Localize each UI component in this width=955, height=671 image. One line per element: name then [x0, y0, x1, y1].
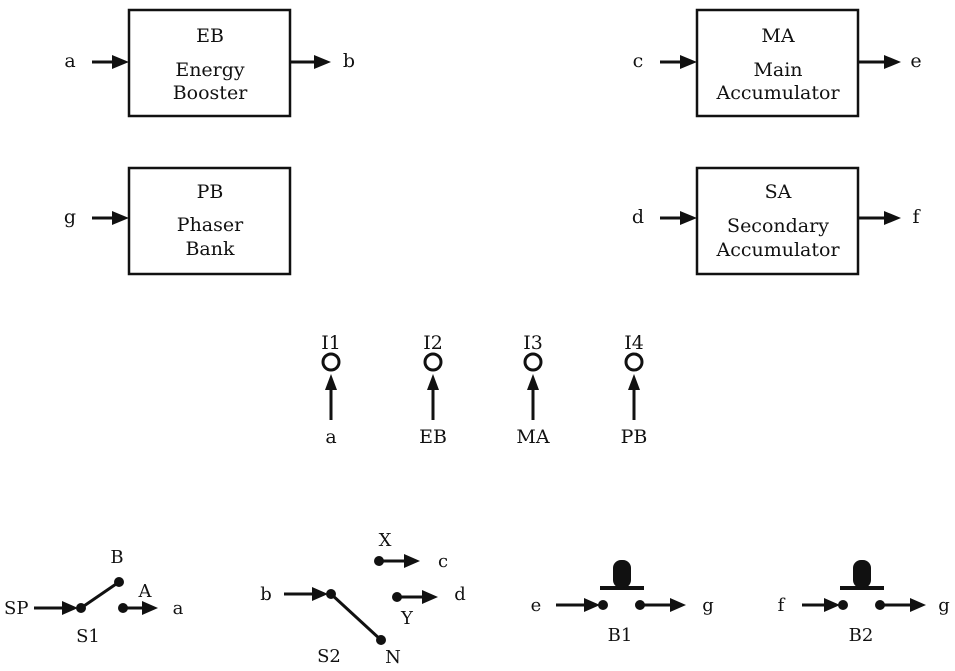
push-button-b2-output-label: g [938, 595, 950, 616]
switch-s1-input-label: SP [4, 598, 28, 619]
secondary-accumulator-block: SA Secondary Accumulator d f [632, 166, 921, 276]
indicator-source-label: PB [621, 426, 648, 448]
push-button-b2-plunger-icon[interactable] [853, 560, 871, 588]
secondary-accumulator-output-arrowhead [884, 211, 901, 225]
indicator-label: I3 [523, 332, 543, 354]
push-button-b1: e g B1 [531, 560, 714, 646]
main-accumulator-code: MA [761, 25, 794, 47]
push-button-b1-plunger-icon[interactable] [613, 560, 631, 588]
push-button-b1-name: B1 [608, 625, 633, 646]
switch-s2-y-output-arrowhead [422, 590, 438, 604]
energy-booster-output-label: b [343, 50, 355, 72]
secondary-accumulator-input-arrowhead [680, 211, 697, 225]
main-accumulator-output-arrowhead [884, 55, 901, 69]
phaser-bank-input-arrowhead [112, 211, 129, 225]
indicator-label: I1 [321, 332, 341, 354]
push-button-b2-input-label: f [778, 595, 786, 616]
indicator-label: I2 [423, 332, 443, 354]
secondary-accumulator-code: SA [765, 181, 792, 203]
switch-s2-y-output-label: d [454, 584, 466, 605]
indicator-source-label: a [325, 426, 336, 448]
indicator-i1: I1 a [321, 332, 341, 448]
indicator-i4: I4 PB [621, 332, 648, 448]
energy-booster-input-label: a [64, 50, 75, 72]
energy-booster-name-line1: Energy [175, 59, 245, 81]
main-accumulator-output-label: e [910, 50, 921, 72]
switch-s2-position-x-label: X [379, 530, 392, 551]
indicator-lamp-icon [624, 352, 644, 372]
indicator-i3: I3 MA [516, 332, 549, 448]
main-accumulator-name-line2: Accumulator [715, 82, 840, 104]
secondary-accumulator-box [695, 166, 860, 276]
switch-s2-position-y-label: Y [400, 608, 414, 629]
secondary-accumulator-input-label: d [632, 206, 644, 228]
indicator-arrowhead [325, 374, 337, 390]
indicator-lamp-icon [321, 352, 341, 372]
switch-s2-x-output-label: c [438, 551, 448, 572]
main-accumulator-input-label: c [633, 50, 644, 72]
phaser-bank-code: PB [197, 181, 224, 203]
energy-booster-input-arrowhead [112, 55, 129, 69]
switch-s1-output-label: a [173, 598, 184, 619]
energy-booster-output-arrowhead [314, 55, 331, 69]
phaser-bank-input-label: g [64, 206, 76, 228]
indicator-source-label: MA [516, 426, 549, 448]
switch-s1-lever[interactable] [80, 580, 120, 610]
push-button-b1-output-arrowhead [670, 598, 686, 612]
main-accumulator-box [695, 8, 860, 118]
secondary-accumulator-name-line2: Accumulator [715, 239, 840, 261]
phaser-bank-box [127, 166, 292, 276]
indicator-i2: I2 EB [419, 332, 447, 448]
switch-s2-x-output-arrowhead [404, 554, 420, 568]
switch-s2-position-n-label: N [385, 647, 401, 668]
push-button-b2-name: B2 [849, 625, 874, 646]
energy-booster-name-line2: Booster [173, 82, 248, 104]
switch-s2-input-arrowhead [312, 587, 328, 601]
switch-s1: SP B A a S1 [4, 547, 184, 647]
phaser-bank-block: PB Phaser Bank g [64, 166, 292, 276]
indicator-arrowhead [427, 374, 439, 390]
main-accumulator-input-arrowhead [680, 55, 697, 69]
push-button-b2: f g B2 [778, 560, 950, 646]
secondary-accumulator-name-line1: Secondary [727, 215, 829, 237]
switch-s2-name: S2 [317, 646, 341, 667]
energy-booster-box [127, 8, 292, 118]
switch-s1-position-b-label: B [110, 547, 123, 568]
indicator-label: I4 [624, 332, 644, 354]
push-button-b2-input-arrowhead [824, 598, 840, 612]
switch-s2-input-label: b [260, 584, 272, 605]
push-button-b2-output-arrowhead [910, 598, 926, 612]
push-button-b2-contact-left [838, 600, 848, 610]
energy-booster-code: EB [196, 25, 224, 47]
switch-s1-contact-b [114, 577, 124, 587]
switch-s2-lever[interactable] [329, 592, 383, 642]
push-button-b1-contact-left [598, 600, 608, 610]
indicator-arrowhead [628, 374, 640, 390]
phaser-bank-name-line2: Bank [185, 238, 235, 260]
push-button-b1-output-label: g [702, 595, 714, 616]
push-button-b1-input-arrowhead [584, 598, 600, 612]
switch-s1-output-arrowhead [142, 601, 158, 615]
indicator-lamp-icon [423, 352, 443, 372]
switch-s1-name: S1 [76, 626, 100, 647]
push-button-b1-input-label: e [531, 595, 542, 616]
indicator-lamp-icon [523, 352, 543, 372]
energy-booster-block: EB Energy Booster a b [64, 8, 355, 118]
phaser-bank-name-line1: Phaser [177, 214, 244, 236]
main-accumulator-name-line1: Main [753, 59, 802, 81]
switch-s2-contact-n [376, 635, 386, 645]
indicator-arrowhead [527, 374, 539, 390]
switch-s2: b N X c Y d S2 [260, 530, 466, 668]
main-accumulator-block: MA Main Accumulator c e [633, 8, 922, 118]
switch-s1-input-arrowhead [62, 601, 78, 615]
switch-s1-position-a-label: A [138, 581, 153, 602]
indicator-source-label: EB [419, 426, 447, 448]
secondary-accumulator-output-label: f [912, 206, 921, 228]
